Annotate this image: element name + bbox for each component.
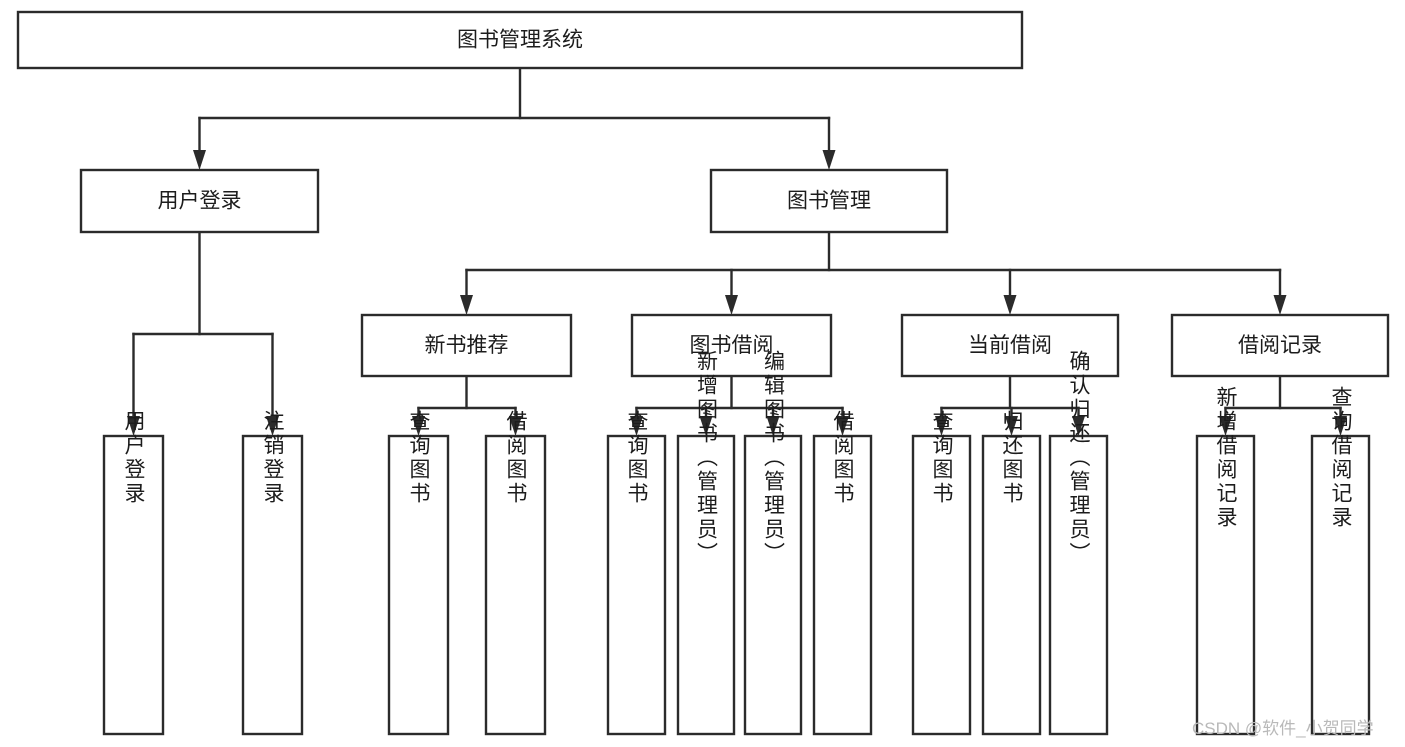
node-newbook[interactable]: 新书推荐 [360,313,573,378]
connector-layer [127,66,1347,436]
connector-group-record [1219,374,1347,436]
node-label-leaf3: 查询图书 [407,410,431,506]
node-box-borrow[interactable] [630,313,833,378]
connector-group-current [935,374,1085,436]
node-leaf8[interactable]: 借阅图书 [812,410,873,736]
node-leaf12[interactable]: 新增借阅记录 [1195,386,1256,736]
connector-group-bookmgmt [460,230,1287,315]
node-label-leaf9: 查询图书 [930,410,954,506]
node-label-newbook: 新书推荐 [425,334,509,357]
node-label-leaf6: 新增图书（管理员） [695,350,719,566]
node-leaf13[interactable]: 查询借阅记录 [1310,386,1371,736]
node-box-leaf6[interactable] [676,434,736,736]
node-leaf4[interactable]: 借阅图书 [484,410,547,736]
node-label-leaf10: 归还图书 [1000,410,1024,506]
node-current[interactable]: 当前借阅 [900,313,1120,378]
node-leaf2[interactable]: 注销登录 [241,410,304,736]
node-bookmgmt[interactable]: 图书管理 [709,168,949,234]
node-box-leaf5[interactable] [606,434,667,736]
node-box-login[interactable] [79,168,320,234]
node-box-leaf8[interactable] [812,434,873,736]
node-record[interactable]: 借阅记录 [1170,313,1390,378]
node-login[interactable]: 用户登录 [79,168,320,234]
node-label-leaf11: 确认归还（管理员） [1067,350,1091,566]
node-box-leaf4[interactable] [484,434,547,736]
node-label-leaf4: 借阅图书 [504,410,528,506]
node-box-bookmgmt[interactable] [709,168,949,234]
connector-group-newbook [412,374,522,436]
node-box-root[interactable] [16,10,1024,70]
node-root[interactable]: 图书管理系统 [16,10,1024,70]
connector-group-login [127,230,279,436]
node-label-leaf2: 注销登录 [261,410,285,506]
node-borrow[interactable]: 图书借阅 [630,313,833,378]
node-box-leaf10[interactable] [981,434,1042,736]
node-label-leaf5: 查询图书 [625,410,649,506]
node-box-leaf3[interactable] [387,434,450,736]
node-box-record[interactable] [1170,313,1390,378]
node-box-leaf7[interactable] [743,434,803,736]
connector-group-borrow [630,374,849,436]
node-layer: 图书管理系统用户登录图书管理新书推荐图书借阅当前借阅借阅记录用户登录注销登录查询… [16,10,1390,736]
node-leaf6[interactable]: 新增图书（管理员） [676,350,736,736]
node-label-bookmgmt: 图书管理 [787,190,871,213]
connector-group-root [193,66,836,170]
node-leaf9[interactable]: 查询图书 [911,410,972,736]
node-label-borrow: 图书借阅 [690,334,774,357]
node-box-newbook[interactable] [360,313,573,378]
node-leaf10[interactable]: 归还图书 [981,410,1042,736]
node-box-current[interactable] [900,313,1120,378]
node-box-leaf12[interactable] [1195,434,1256,736]
node-box-leaf2[interactable] [241,434,304,736]
node-label-leaf8: 借阅图书 [831,410,855,506]
node-box-leaf13[interactable] [1310,434,1371,736]
node-label-login: 用户登录 [158,190,242,213]
node-label-root: 图书管理系统 [457,29,583,52]
node-leaf11[interactable]: 确认归还（管理员） [1048,350,1109,736]
node-label-leaf7: 编辑图书（管理员） [762,350,786,566]
csdn-watermark: CSDN @软件_小贺同学 [1192,719,1374,738]
node-label-leaf1: 用户登录 [122,410,146,506]
node-label-current: 当前借阅 [968,334,1052,357]
node-box-leaf9[interactable] [911,434,972,736]
node-label-leaf12: 新增借阅记录 [1214,386,1238,530]
node-label-record: 借阅记录 [1238,334,1322,357]
node-label-leaf13: 查询借阅记录 [1329,386,1353,530]
node-leaf3[interactable]: 查询图书 [387,410,450,736]
node-box-leaf11[interactable] [1048,434,1109,736]
node-leaf1[interactable]: 用户登录 [102,410,165,736]
node-box-leaf1[interactable] [102,434,165,736]
node-leaf5[interactable]: 查询图书 [606,410,667,736]
node-leaf7[interactable]: 编辑图书（管理员） [743,350,803,736]
